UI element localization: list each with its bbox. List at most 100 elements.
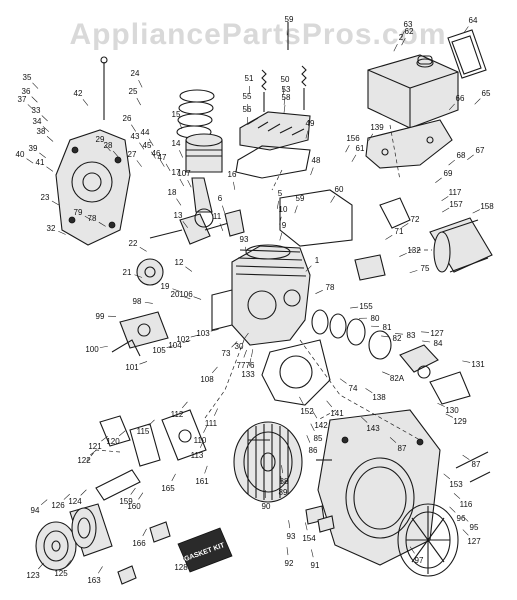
part-number-label: 98	[133, 297, 142, 306]
part-number-label: 99	[96, 312, 105, 321]
leader-line	[210, 329, 219, 332]
leader-line	[350, 306, 359, 309]
part-number-label: 165	[161, 484, 175, 493]
part-number-label: 89	[279, 488, 288, 497]
clamp-icon	[117, 521, 171, 585]
leader-line	[200, 440, 204, 448]
part-number-label: 11	[213, 212, 222, 221]
leader-line	[279, 232, 283, 241]
part-number-label: 139	[370, 123, 384, 132]
part-number-label: 92	[285, 559, 294, 568]
part-number-label: 25	[129, 87, 138, 96]
part-number-label: 127	[430, 329, 444, 338]
leader-line	[130, 487, 136, 495]
leader-line	[131, 124, 136, 132]
leader-line	[144, 301, 153, 304]
leader-line	[90, 449, 97, 456]
leader-line	[41, 115, 48, 122]
leader-line	[462, 454, 470, 460]
leader-line	[305, 265, 312, 272]
part-number-label: 45	[143, 141, 152, 150]
part-number-label: 5	[278, 189, 283, 198]
engine-block-icon	[211, 244, 311, 346]
part-number-label: 108	[200, 375, 214, 384]
part-number-label: 113	[191, 451, 204, 460]
part-number-label: 63	[404, 20, 413, 29]
leader-line	[38, 562, 44, 570]
leader-line	[280, 476, 283, 485]
part-number-label: 84	[434, 339, 443, 348]
part-number-label: 28	[104, 141, 113, 150]
connecting-rod-icon	[191, 177, 214, 228]
leader-line	[65, 560, 72, 567]
leader-line	[282, 86, 285, 95]
head-gasket-icon	[235, 145, 311, 179]
part-number-label: 75	[421, 264, 430, 273]
leader-line	[172, 288, 181, 292]
part-number-label: 73	[222, 349, 231, 358]
leader-line	[190, 334, 199, 338]
flywheel-key-icon	[399, 344, 471, 405]
part-number-label: 44	[141, 128, 150, 137]
leader-line	[233, 181, 236, 190]
leader-line	[315, 290, 323, 294]
part-number-label: 87	[398, 444, 407, 453]
part-number-label: 69	[444, 169, 453, 178]
part-number-label: 152	[300, 407, 314, 416]
part-number-label: 160	[127, 502, 141, 511]
leader-line	[449, 506, 456, 513]
part-number-label: 23	[41, 193, 50, 202]
part-number-label: 66	[456, 94, 465, 103]
leader-line	[422, 340, 431, 343]
leader-line	[98, 221, 106, 227]
part-number-label: 91	[311, 561, 320, 570]
part-number-label: 42	[74, 89, 83, 98]
rectifier-icon	[354, 254, 386, 281]
part-number-label: 102	[176, 335, 190, 344]
leader-line	[46, 136, 54, 142]
leader-line	[472, 209, 480, 214]
leader-line	[462, 529, 469, 536]
shroud-housing-icon	[317, 409, 441, 566]
leader-line	[279, 216, 282, 225]
part-number-label: 158	[480, 202, 494, 211]
part-number-label: 163	[87, 576, 101, 585]
crankcase-cover-icon	[55, 129, 131, 246]
part-number-label: 161	[195, 477, 209, 486]
leader-line	[462, 360, 471, 363]
piston-icon	[185, 133, 223, 173]
leader-line	[448, 159, 455, 166]
part-number-label: 59	[296, 194, 305, 203]
part-number-label: 130	[445, 406, 459, 415]
leader-line	[134, 274, 143, 278]
part-number-label: 121	[88, 442, 102, 451]
leader-line	[286, 547, 289, 556]
part-number-label: 78	[88, 214, 97, 223]
part-number-label: 116	[460, 500, 473, 509]
part-number-label: 128	[174, 563, 188, 572]
part-number-label: 46	[152, 149, 161, 158]
part-number-label: 94	[31, 506, 40, 515]
leader-line	[159, 159, 165, 167]
leader-line	[381, 335, 390, 338]
starter-motor-icon	[429, 217, 493, 273]
leader-line	[27, 104, 34, 111]
leader-line	[368, 133, 374, 141]
leader-line	[453, 493, 461, 499]
air-cleaner-base-icon	[119, 311, 169, 349]
part-number-label: 112	[171, 410, 184, 419]
part-number-label: 100	[85, 345, 99, 354]
part-number-label: 21	[123, 268, 132, 277]
leader-line	[193, 296, 202, 300]
leader-line	[310, 167, 314, 176]
part-number-label: 111	[205, 419, 218, 428]
leader-line	[219, 223, 224, 231]
cylinder-head-icon	[239, 111, 311, 151]
part-number-label: 88	[280, 477, 289, 486]
part-number-label: 129	[453, 417, 467, 426]
leader-line	[326, 400, 333, 408]
part-number-label: 123	[26, 571, 40, 580]
crankshaft-icon	[149, 209, 245, 245]
part-number-label: 58	[282, 93, 291, 102]
